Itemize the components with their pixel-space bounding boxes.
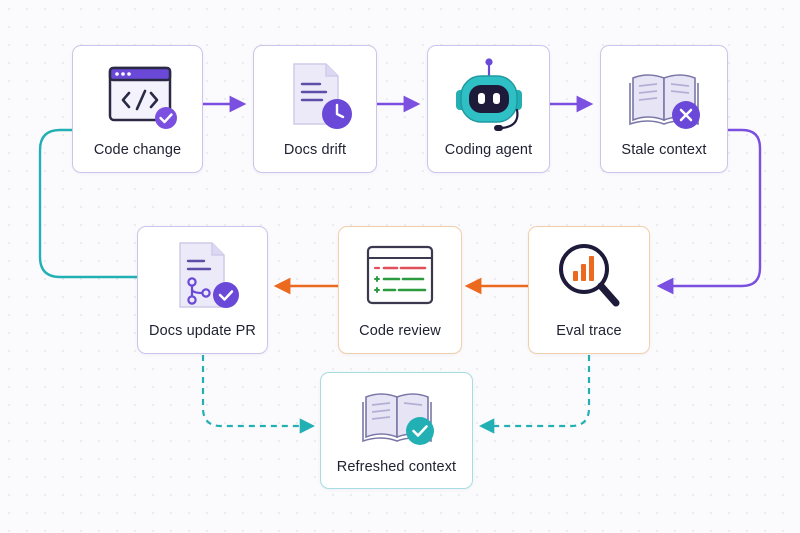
- node-coding-agent: Coding agent: [427, 45, 550, 173]
- node-label: Coding agent: [444, 142, 533, 158]
- magnifier-bar-chart-icon: [529, 237, 649, 317]
- open-book-check-icon: [321, 381, 472, 461]
- node-label: Eval trace: [556, 323, 622, 339]
- node-label: Code review: [359, 323, 441, 339]
- node-code-change: Code change: [72, 45, 203, 173]
- node-label: Refreshed context: [336, 459, 457, 475]
- code-window-check-icon: [73, 56, 202, 136]
- diff-window-icon: [339, 237, 461, 317]
- node-label: Docs update PR: [149, 323, 256, 339]
- document-git-branch-check-icon: [138, 237, 267, 317]
- node-docs-update-pr: Docs update PR: [137, 226, 268, 354]
- arrow-stale-context-to-eval-trace: [656, 128, 762, 295]
- dashed-arrow-docs-update-pr-to-refreshed-context: [201, 355, 316, 434]
- node-code-review: Code review: [338, 226, 462, 354]
- dashed-arrow-eval-trace-to-refreshed-context: [478, 355, 591, 434]
- document-clock-icon: [254, 56, 376, 136]
- robot-headset-icon: [428, 56, 549, 136]
- node-stale-context: Stale context: [600, 45, 728, 173]
- node-eval-trace: Eval trace: [528, 226, 650, 354]
- open-book-x-icon: [601, 56, 727, 136]
- node-docs-drift: Docs drift: [253, 45, 377, 173]
- node-label: Stale context: [621, 142, 707, 158]
- node-label: Docs drift: [283, 142, 347, 158]
- node-label: Code change: [93, 142, 182, 158]
- connector-docs-update-pr-to-code-change: [38, 128, 137, 279]
- node-refreshed-context: Refreshed context: [320, 372, 473, 489]
